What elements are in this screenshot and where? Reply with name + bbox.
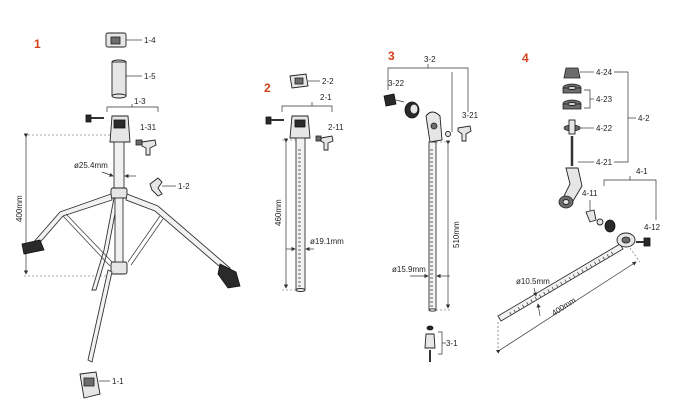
part-1-3-clamp-block [109,115,131,143]
section-1-tripod-stand: 1 1-4 1-5 1-3 1-31 [15,32,241,399]
bracket-3-2 [387,67,469,112]
bracket-4-2 [614,71,629,163]
part-1-1-bottom-clamp [79,371,110,399]
label-4-24: 4-24 [596,68,613,77]
tube-upper [113,141,125,193]
label-4-11: 4-11 [582,189,598,198]
label-3-2: 3-2 [424,55,436,64]
part-2-1-bolt [265,116,284,125]
label-1-1: 1-1 [112,377,124,386]
section-4-number: 4 [522,51,529,65]
dimension-460mm: 460mm [274,199,283,226]
label-3-1: 3-1 [446,339,458,348]
section-3-number: 3 [388,49,395,63]
label-4-21: 4-21 [596,158,613,167]
part-1-5-sleeve [111,59,142,99]
dimension-400mm: 400mm [15,195,24,222]
part-2-1-clamp-block [289,115,311,139]
part-3-2-swivel-joint [425,111,472,143]
part-1-31-wing-nut [135,139,157,156]
label-1-3: 1-3 [134,97,146,106]
dimension-diameter-25-4: ø25.4mm [74,161,108,170]
part-3-22-wing-screw [383,93,420,119]
label-1-4: 1-4 [144,36,156,45]
dimension-diameter-10-5: ø10.5mm [516,277,550,286]
label-2-11: 2-11 [328,123,344,132]
label-3-22: 3-22 [388,79,405,88]
part-1-2-wing-screw [149,177,176,197]
label-1-5: 1-5 [144,72,156,81]
part-1-4-top-clamp [105,32,142,48]
section-2-tube-assembly: 2 2-2 2-1 2-11 460mm [264,73,344,292]
part-4-11-wing-nut-and-washers [585,209,616,233]
part-4-22-cup-washer [563,119,594,135]
part-4-24-top-cap [563,67,594,79]
label-2-2: 2-2 [322,77,334,86]
dimension-510mm: 510mm [452,221,461,248]
part-3-1-end-cap [424,325,446,362]
section-3-tube-assembly: 3 3-2 3-22 3-21 510mm ø15.9mm [383,49,479,362]
dimension-diameter-15-9: ø15.9mm [392,265,426,274]
bracket-2-1 [281,105,333,112]
tripod-legs [21,187,241,363]
dimension-400mm-boom: 400mm [550,295,578,317]
label-3-21: 3-21 [462,111,479,120]
section-1-number: 1 [34,37,41,51]
label-4-1: 4-1 [636,167,648,176]
tube-2-graduated [295,137,306,292]
part-2-2-clamp [289,73,320,89]
tube-3-graduated [428,141,437,312]
label-1-31: 1-31 [140,123,157,132]
dimension-diameter-19-1: ø19.1mm [310,237,344,246]
bracket-4-1 [603,179,657,220]
part-2-11-wing-nut [315,135,334,151]
label-1-2: 1-2 [178,182,190,191]
label-4-23: 4-23 [596,95,613,104]
part-4-21-tilter [558,136,594,209]
section-2-number: 2 [264,81,271,95]
section-4-boom-arm: 4 4-24 4-23 4-22 4-2 [495,51,661,354]
bracket-1-3 [106,106,159,112]
label-2-1: 2-1 [320,93,332,102]
label-4-2: 4-2 [638,114,650,123]
label-4-22: 4-22 [596,124,613,133]
part-4-12-bolt [636,237,651,247]
part-4-23-felts [562,83,594,110]
dimension-400mm-boom-line [495,261,637,354]
part-1-3-bolt [85,114,104,123]
label-4-12: 4-12 [644,223,661,232]
